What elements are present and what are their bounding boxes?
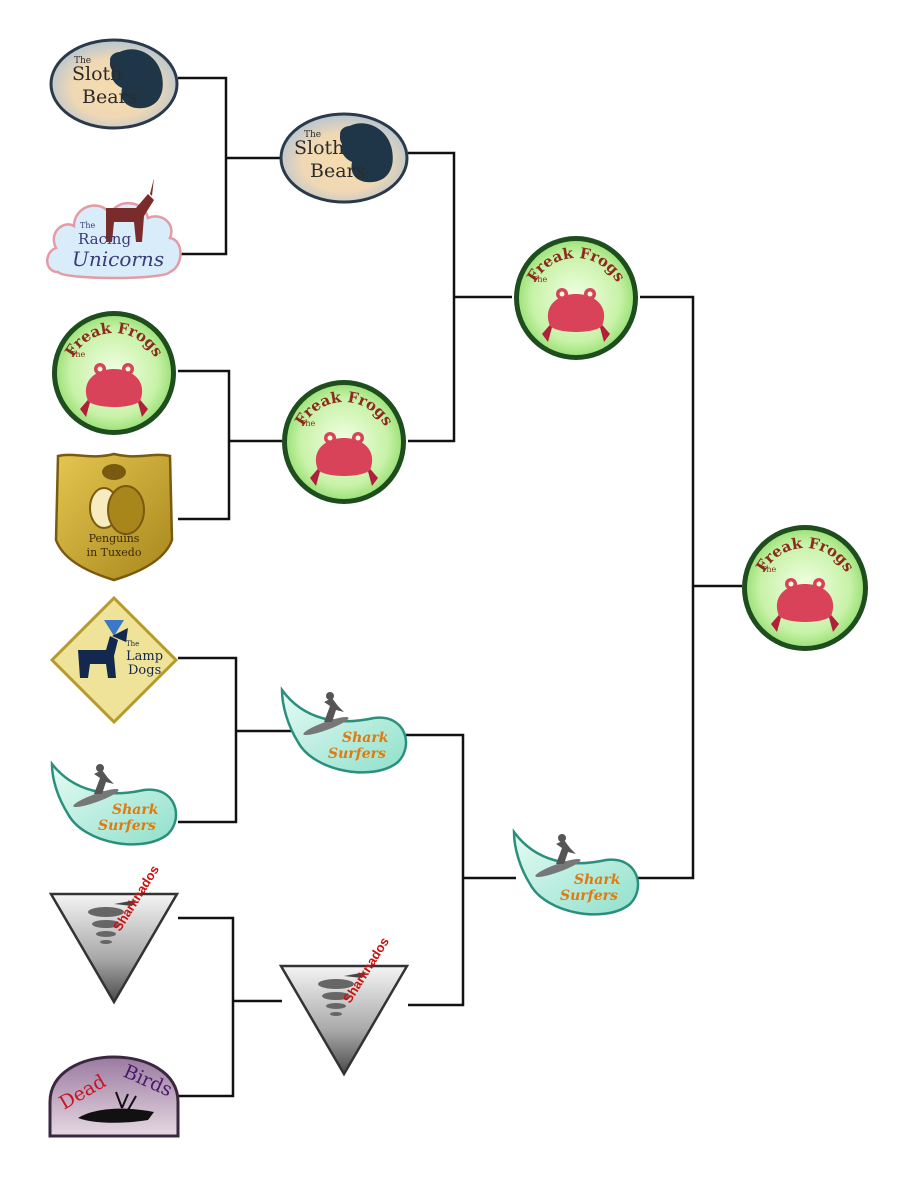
team-dead-birds-r1[interactable]: Dead Birds [48, 1055, 180, 1138]
unicorns-name-line2: Unicorns [72, 247, 164, 271]
team-lamp-dogs-r1[interactable]: The Lamp Dogs [49, 595, 179, 725]
penguin-icon [89, 464, 145, 535]
frog-icon [310, 432, 378, 486]
sloth-name-line2: Bears [310, 160, 365, 182]
shark-name-line1: Shark [112, 802, 159, 818]
team-shark-surfers-r2[interactable]: Shark Surfers [280, 686, 408, 774]
connector-final [636, 295, 742, 880]
frogs-the-label: The [532, 275, 547, 284]
tornado-icon [88, 900, 136, 944]
shark-name-line1: Shark [342, 730, 389, 746]
connector-r1-d [178, 916, 282, 1098]
lamp-name-line1: Lamp [126, 649, 163, 664]
connector-r1-a [178, 76, 280, 256]
tornado-icon [318, 972, 366, 1016]
unicorns-the-label: The [80, 221, 95, 230]
team-shark-surfers-semifinal[interactable]: Shark Surfers [512, 828, 640, 916]
frogs-the-label: The [70, 350, 85, 359]
bird-icon [78, 1091, 154, 1123]
lamp-the-label: The [126, 640, 139, 648]
team-shark-surfers-r1[interactable]: Shark Surfers [50, 760, 178, 846]
team-sharknados-r2[interactable]: Sharknados [278, 935, 410, 1077]
connector-r2-a [408, 151, 512, 443]
unicorn-icon [106, 178, 154, 242]
team-freak-frogs-r2[interactable]: Freak Frogs The [282, 380, 406, 504]
frog-icon [771, 578, 839, 632]
team-sharknados-r1[interactable]: Sharknados [48, 863, 180, 1005]
connector-r2-b [406, 733, 516, 1007]
team-racing-unicorns-r1[interactable]: The Racing Unicorns [46, 178, 182, 280]
shark-name-line2: Surfers [98, 818, 156, 834]
bracket-lines [178, 76, 742, 1098]
team-penguins-in-tuxedo-r1[interactable]: Penguins in Tuxedo [54, 452, 174, 582]
penguins-name-line2: in Tuxedo [87, 546, 142, 559]
team-sloth-bears-r1[interactable]: The Sloth Bears [49, 38, 179, 130]
lamp-name-line2: Dogs [128, 663, 161, 678]
sloth-icon [339, 123, 393, 183]
team-freak-frogs-champion[interactable]: Freak Frogs The [742, 525, 868, 651]
frog-icon [542, 288, 610, 342]
team-freak-frogs-r1[interactable]: Freak Frogs The [52, 311, 176, 435]
unicorns-name-line1: Racing [78, 230, 131, 248]
shark-name-line2: Surfers [560, 888, 618, 904]
lamp-dog-icon [78, 620, 128, 678]
surfer-icon [535, 834, 581, 878]
shark-name-line2: Surfers [328, 746, 386, 762]
shark-name-line1: Shark [574, 872, 621, 888]
sloth-name-line1: Sloth [72, 63, 122, 85]
surfer-icon [303, 692, 349, 736]
sloth-the-label: The [304, 130, 321, 140]
surfer-icon [73, 764, 119, 808]
frogs-the-label: The [761, 565, 776, 574]
connector-r1-c [178, 656, 296, 824]
team-sloth-bears-r2[interactable]: The Sloth Bears [279, 112, 409, 204]
frog-icon [80, 363, 148, 417]
sloth-the-label: The [74, 56, 91, 66]
penguins-name-line1: Penguins [89, 532, 140, 545]
sloth-icon [109, 49, 163, 109]
sloth-name-line2: Bears [82, 86, 137, 108]
frogs-the-label: The [300, 419, 315, 428]
sloth-name-line1: Sloth [294, 137, 344, 159]
connector-r1-b [178, 369, 282, 521]
team-freak-frogs-semifinal[interactable]: Freak Frogs The [514, 236, 638, 360]
